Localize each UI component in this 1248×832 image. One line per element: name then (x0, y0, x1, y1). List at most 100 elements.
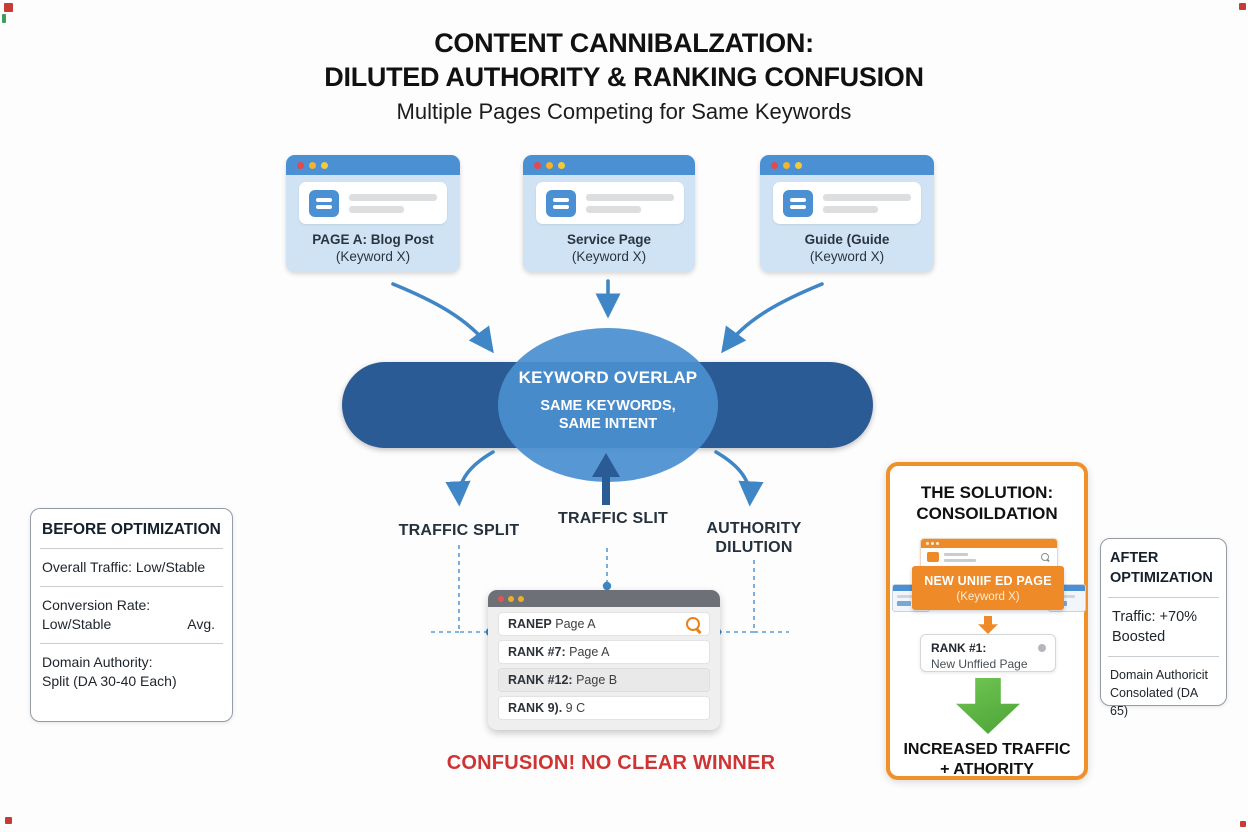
corner-artifact (5, 817, 12, 824)
rank-1-label: RANK #1: (931, 641, 987, 655)
authority-line-1: AUTHORITY (706, 520, 802, 537)
new-unified-page-banner: NEW UNIIF ED PAGE (Keyword X) (912, 566, 1064, 610)
page-keyword: (Keyword X) (335, 249, 411, 264)
window-dot-yellow-icon (321, 161, 328, 169)
window-dot-red-icon (297, 161, 304, 169)
solution-result: INCREASED TRAFFIC + ATHORITY (890, 740, 1084, 780)
before-authority-value: Split (DA 30-40 Each) (42, 673, 177, 689)
solution-title: THE SOLUTION: CONSOILDATION (890, 482, 1084, 524)
arrow-overlap-to-authority-dilution (714, 450, 764, 507)
search-icon (686, 617, 700, 631)
divider (1108, 597, 1219, 598)
text-placeholder-line (944, 553, 968, 556)
text-placeholder-lines (823, 189, 911, 218)
after-traffic: Traffic: +70% Boosted (1110, 607, 1217, 647)
page-card-blog-post: PAGE A: Blog Post (Keyword X) (286, 155, 460, 272)
favicon-icon (927, 552, 939, 562)
title-line-2: DILUTED AUTHORITY & RANKING CONFUSION (324, 62, 924, 92)
after-box-title: AFTER OPTIMIZATION (1110, 548, 1217, 588)
green-down-arrow-icon (956, 678, 1020, 734)
serp-result-row: RANK 9). 9 C (498, 696, 710, 720)
label-traffic-split: TRAFFIC SPLIT (398, 522, 520, 539)
page-preview (773, 182, 921, 224)
window-dot-yellow-icon (795, 161, 802, 169)
browser-titlebar (286, 155, 460, 175)
divider (40, 548, 223, 549)
search-query-rest: Page A (551, 617, 596, 631)
after-title-line-2: OPTIMIZATION (1110, 570, 1213, 586)
corner-artifact (1240, 821, 1246, 827)
result-rank: RANK 9). (508, 701, 563, 715)
corner-artifact (4, 3, 13, 12)
window-dot-yellow-icon (546, 161, 553, 169)
confusion-verdict: CONFUSION! NO CLEAR WINNER (446, 752, 776, 774)
before-traffic: Overall Traffic: Low/Stable (42, 559, 206, 575)
solution-title-line-2: CONSOILDATION (916, 504, 1058, 523)
divider (40, 643, 223, 644)
page-subtitle: Multiple Pages Competing for Same Keywor… (396, 99, 852, 124)
label-traffic-slit: TRAFFIC SLIT (558, 510, 668, 527)
text-placeholder-lines (586, 189, 674, 218)
corner-artifact (1239, 3, 1246, 10)
browser-titlebar (760, 155, 934, 175)
page-name: Guide (Guide (804, 232, 890, 247)
mini-titlebar (921, 539, 1057, 548)
page-card-guide: Guide (Guide (Keyword X) (760, 155, 934, 272)
text-placeholder-lines (349, 189, 437, 218)
before-optimization-box: BEFORE OPTIMIZATION Overall Traffic: Low… (30, 508, 233, 722)
before-authority-label: Domain Authority: (42, 654, 153, 670)
keyword-overlap-ellipse: KEYWORD OVERLAP SAME KEYWORDS, SAME INTE… (498, 328, 718, 482)
corner-artifact (2, 14, 6, 23)
after-authority: Domain Authoricit Consolated (DA 65) (1110, 666, 1217, 720)
connector-dot-icon (602, 581, 612, 591)
before-conversion-values: Low/Stable Avg. (42, 615, 221, 634)
page-name: Service Page (566, 232, 652, 247)
authority-line-2: DILUTION (715, 539, 793, 556)
solution-box: THE SOLUTION: CONSOILDATION NEW UNIIF ED… (886, 462, 1088, 780)
divider (1108, 656, 1219, 657)
window-dot-red-icon (498, 595, 504, 602)
page-keyword: (Keyword X) (809, 249, 885, 264)
arrow-page-c-to-overlap (721, 282, 824, 354)
search-icon (1041, 553, 1049, 561)
rank-1-page: New Unffied Page (931, 657, 1028, 671)
rank-1-card: RANK #1: New Unffied Page (920, 634, 1056, 672)
result-page: Page B (572, 673, 618, 687)
page-card-label: Guide (Guide (Keyword X) (760, 231, 934, 265)
search-query-bold: RANEP (508, 617, 552, 631)
result-line-2: + ATHORITY (940, 761, 1034, 778)
document-icon (309, 189, 339, 217)
orange-down-arrow-icon (978, 616, 998, 634)
result-page: Page A (565, 645, 610, 659)
window-dot-yellow-icon (508, 595, 514, 602)
serp-titlebar (488, 590, 720, 607)
arrow-page-a-to-overlap (391, 282, 494, 354)
window-dot-yellow-icon (518, 595, 524, 602)
label-authority-dilution: AUTHORITY DILUTION (694, 519, 814, 557)
result-rank: RANK #7: (508, 645, 566, 659)
after-traffic-line-1: Traffic: +70% (1112, 609, 1198, 625)
title-line-1: CONTENT CANNIBALZATION: (434, 28, 814, 58)
overlap-title: KEYWORD OVERLAP (518, 368, 698, 387)
page-card-label: PAGE A: Blog Post (Keyword X) (286, 231, 460, 265)
window-dot-red-icon (534, 161, 541, 169)
serp-search-bar: RANEP Page A (498, 612, 710, 636)
conversion-suffix: Avg. (187, 616, 215, 632)
window-dot-yellow-icon (783, 161, 790, 169)
overlap-text: KEYWORD OVERLAP SAME KEYWORDS, SAME INTE… (498, 368, 718, 433)
serp-result-row: RANK #7: Page A (498, 640, 710, 664)
solution-title-line-1: THE SOLUTION: (920, 483, 1054, 502)
text-placeholder-line (944, 559, 976, 562)
result-rank: RANK #12: (508, 673, 573, 687)
bullet-dot-icon (1038, 644, 1046, 652)
conversion-value: Low/Stable (42, 616, 112, 632)
after-authority-line-1: Domain Authoricit (1110, 668, 1208, 682)
arrow-overlap-to-traffic-split (445, 450, 495, 507)
before-conversion-label: Conversion Rate: (42, 597, 151, 613)
banner-title: NEW UNIIF ED PAGE (924, 574, 1052, 588)
after-optimization-box: AFTER OPTIMIZATION Traffic: +70% Boosted… (1100, 538, 1227, 718)
result-page: 9 C (562, 701, 586, 715)
after-authority-line-2: Consolated (DA 65) (1110, 686, 1198, 718)
page-title: CONTENT CANNIBALZATION: DILUTED AUTHORIT… (0, 26, 1248, 94)
